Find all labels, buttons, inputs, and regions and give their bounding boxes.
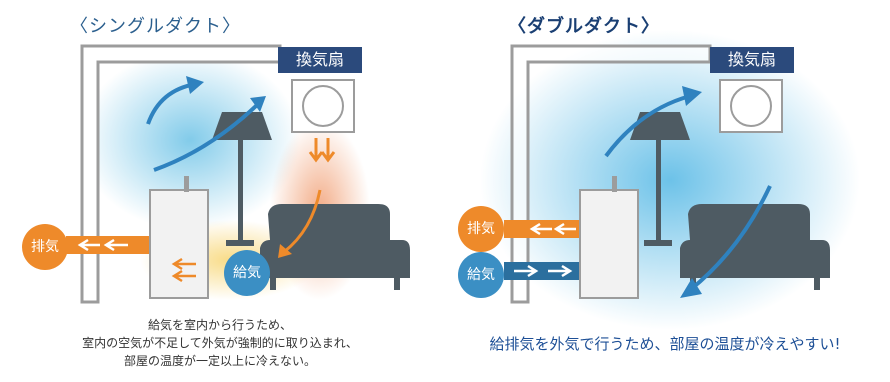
fan-label: 換気扇	[278, 47, 362, 73]
exhaust-arrow	[103, 238, 128, 252]
ac-pipe	[612, 176, 617, 192]
ac-pipe	[184, 176, 189, 192]
supply-badge: 給気	[458, 252, 504, 298]
sofa-leg	[270, 278, 276, 290]
fan-label: 換気扇	[710, 47, 794, 73]
cool-air-arrow-head	[250, 96, 266, 112]
lamp-pole	[238, 140, 243, 240]
cool-air-arrow	[688, 185, 772, 292]
cool-air-cloud	[80, 50, 300, 230]
supply-arrow	[514, 264, 539, 278]
single-duct-diagram	[66, 44, 410, 304]
caption-line: 室内の空気が不足して外気が強制的に取り込まれ、	[82, 336, 358, 350]
fan-airflow-arrow	[308, 138, 324, 163]
sofa-leg	[394, 278, 400, 290]
exhaust-badge: 排気	[22, 224, 68, 270]
sofa	[680, 204, 830, 278]
air-conditioner-unit	[149, 189, 209, 299]
lamp-pole	[656, 140, 661, 240]
fan-blade-icon	[302, 85, 344, 127]
air-conditioner-unit	[579, 189, 639, 299]
exhaust-badge: 排気	[458, 206, 504, 252]
cool-air-arrow-head	[186, 76, 204, 94]
lamp-shade	[212, 112, 272, 140]
supply-arrow	[548, 264, 573, 278]
cool-air-arrow	[153, 102, 260, 172]
double-duct-title: 〈ダブルダクト〉	[508, 16, 660, 37]
double-duct-diagram	[480, 30, 860, 330]
caption-line: 給気を室内から行うため、	[147, 318, 292, 332]
supply-badge: 給気	[224, 250, 270, 296]
single-duct-panel: 〈シングルダクト〉 換気扇 排気 給気 給気を室内から行うため、 室内の空気が不…	[0, 0, 440, 382]
lamp-shade	[630, 112, 690, 140]
outside-air-arrow	[283, 189, 322, 254]
lamp-base	[226, 240, 254, 246]
exhaust-arrow	[77, 238, 100, 252]
sofa	[260, 204, 410, 278]
sofa-leg	[814, 278, 820, 290]
lamp-base	[644, 240, 672, 246]
single-duct-caption: 給気を室内から行うため、 室内の空気が不足して外気が強制的に取り込まれ、 部屋の…	[40, 316, 400, 370]
exhaust-arrow	[553, 222, 576, 236]
double-duct-panel: 〈ダブルダクト〉 換気扇 排気 給気 給排気を外気で行うため、部屋の温度が冷えや…	[440, 0, 890, 382]
fan-airflow-arrow	[320, 138, 336, 163]
double-duct-caption: 給排気を外気で行うため、部屋の温度が冷えやすい!	[489, 335, 841, 353]
single-duct-title: 〈シングルダクト〉	[70, 16, 241, 37]
outside-air-arrow-head	[278, 244, 292, 258]
cool-air-arrow-head	[682, 86, 702, 106]
cool-air-arrow	[604, 94, 691, 158]
fan-blade-icon	[730, 85, 772, 127]
intake-arrow	[171, 269, 196, 283]
exhaust-arrow	[529, 222, 552, 236]
cool-air-arrow-head	[680, 278, 702, 298]
cool-air-cloud	[480, 30, 860, 330]
caption-line: 部屋の温度が一定以上に冷えない。	[123, 354, 316, 368]
intake-arrow	[171, 257, 196, 271]
